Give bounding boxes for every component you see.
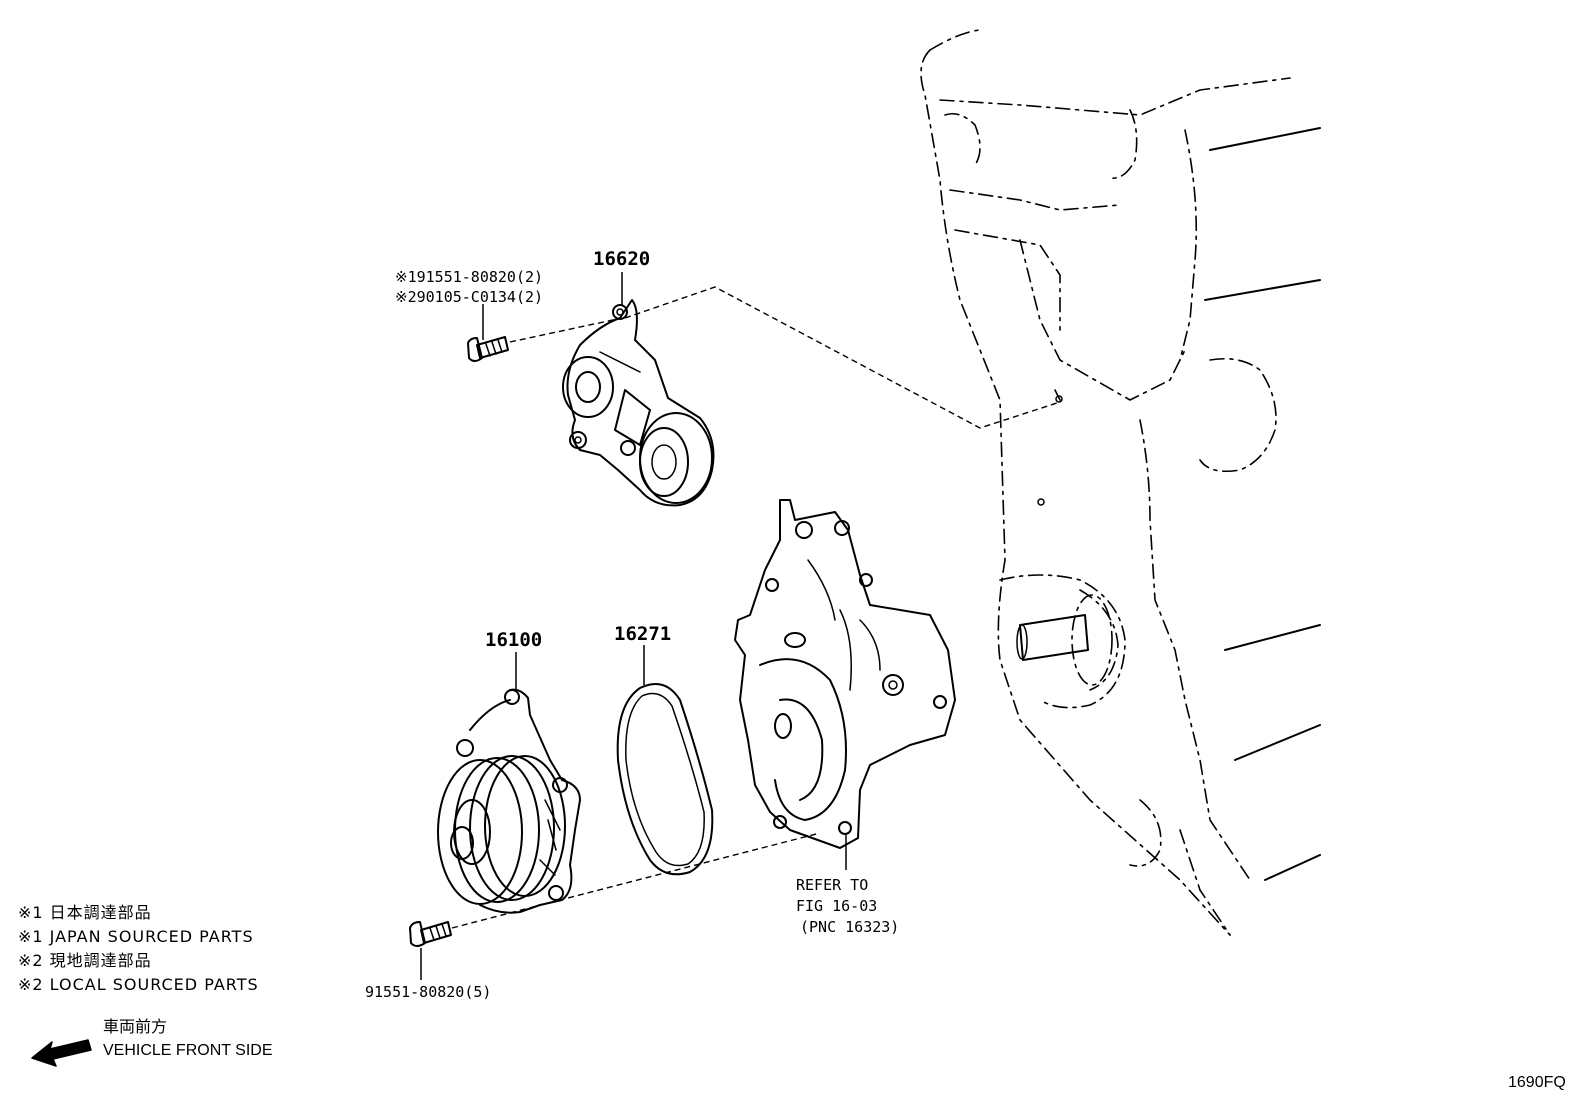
tensioner-bolt [467, 336, 509, 362]
engine-block-solid-lines [1016, 127, 1321, 881]
gasket-ring [616, 683, 714, 876]
legend-note1-jp: ※1 日本調達部品 [18, 903, 152, 922]
callout-bolt-note-1: ※191551-80820(2) [395, 268, 543, 286]
water-pump-housing [734, 499, 956, 849]
figure-id: 1690FQ [1508, 1074, 1566, 1091]
callout-bolt-note-2: ※290105-C0134(2) [395, 288, 543, 306]
leader-tensioner-bolt [509, 317, 623, 343]
direction-label-en: VEHICLE FRONT SIDE [103, 1042, 273, 1059]
arrow-left-icon [31, 1039, 92, 1067]
callout-16271: 16271 [614, 623, 671, 645]
callout-pump-bolt: 91551-80820(5) [365, 983, 491, 1001]
refer-line-1: REFER TO [796, 876, 868, 894]
callout-16100: 16100 [485, 629, 542, 651]
legend-note2-jp: ※2 現地調達部品 [18, 951, 152, 970]
legend-note2-en: ※2 LOCAL SOURCED PARTS [18, 975, 259, 994]
leader-tensioner-to-block [624, 286, 1061, 429]
leader-pump-bolt [451, 832, 821, 929]
callout-16620: 16620 [593, 248, 650, 270]
tensioner-assembly [562, 299, 715, 507]
engine-block-outline [920, 29, 1291, 936]
refer-line-3: (PNC 16323) [800, 918, 899, 936]
refer-line-2: FIG 16-03 [796, 897, 877, 915]
direction-label-jp: 車両前方 [103, 1018, 167, 1036]
water-pump [437, 688, 581, 914]
pump-bolt [409, 921, 452, 947]
legend-note1-en: ※1 JAPAN SOURCED PARTS [18, 927, 254, 946]
